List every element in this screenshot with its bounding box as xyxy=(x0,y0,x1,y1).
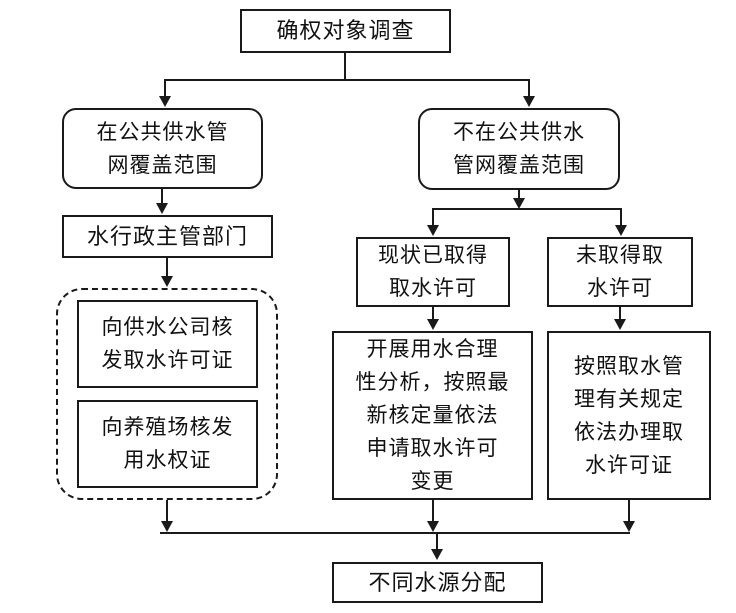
node-out-network-coverage: 不在公共供水 管网覆盖范围 xyxy=(418,108,620,190)
connector-to-no-permit xyxy=(620,208,622,226)
arrowhead-merge-left xyxy=(161,521,173,532)
arrowhead-allocation xyxy=(431,549,443,560)
node-water-admin-dept: 水行政主管部门 xyxy=(62,215,273,258)
node-survey: 确权对象调查 xyxy=(240,9,451,53)
node-apply-permit-per-rules: 按照取水管 理有关规定 依法办理取 水许可证 xyxy=(547,331,711,500)
node-issue-permit-to-company: 向供水公司核 发取水许可证 xyxy=(77,300,258,388)
connector-top-split-bar xyxy=(164,79,530,81)
connector-to-in-network xyxy=(164,79,166,97)
arrowhead-rationality xyxy=(427,319,439,330)
arrowhead-right-split xyxy=(513,198,525,209)
connector-to-has-permit xyxy=(432,208,434,226)
node-issue-water-right-to-farm: 向养殖场核发 用水权证 xyxy=(77,400,258,488)
connector-rationality-merge xyxy=(432,500,434,522)
arrowhead-out-network xyxy=(523,96,535,107)
arrowhead-no-permit xyxy=(615,225,627,236)
arrowhead-in-network xyxy=(159,96,171,107)
arrowhead-merge-right xyxy=(623,521,635,532)
connector-survey-down xyxy=(344,53,346,81)
connector-merge-allocation xyxy=(436,534,438,550)
arrowhead-water-dept xyxy=(156,203,168,214)
arrowhead-dashed-group xyxy=(161,276,173,287)
connector-apply-merge xyxy=(628,500,630,522)
node-in-network-coverage: 在公共供水管 网覆盖范围 xyxy=(62,108,263,189)
node-no-water-permit: 未取得取 水许可 xyxy=(547,237,693,307)
connector-merge-bar xyxy=(160,532,630,534)
node-rationality-analysis: 开展用水合理 性分析，按照最 新核定量依法 申请取水许可 变更 xyxy=(332,331,533,500)
node-water-source-allocation: 不同水源分配 xyxy=(332,562,543,603)
connector-to-out-network xyxy=(528,79,530,97)
connector-right-split-bar xyxy=(432,208,622,210)
arrowhead-has-permit xyxy=(427,225,439,236)
connector-no-permit-apply xyxy=(619,307,621,320)
connector-dept-dashed xyxy=(166,258,168,277)
connector-dashed-merge xyxy=(166,500,168,522)
connector-has-permit-rationality xyxy=(432,307,434,320)
arrowhead-merge-center xyxy=(427,521,439,532)
node-has-water-permit: 现状已取得 取水许可 xyxy=(356,237,510,307)
connector-in-network-dept xyxy=(161,189,163,204)
arrowhead-apply-permit xyxy=(614,319,626,330)
connector-out-network-down xyxy=(518,190,520,200)
